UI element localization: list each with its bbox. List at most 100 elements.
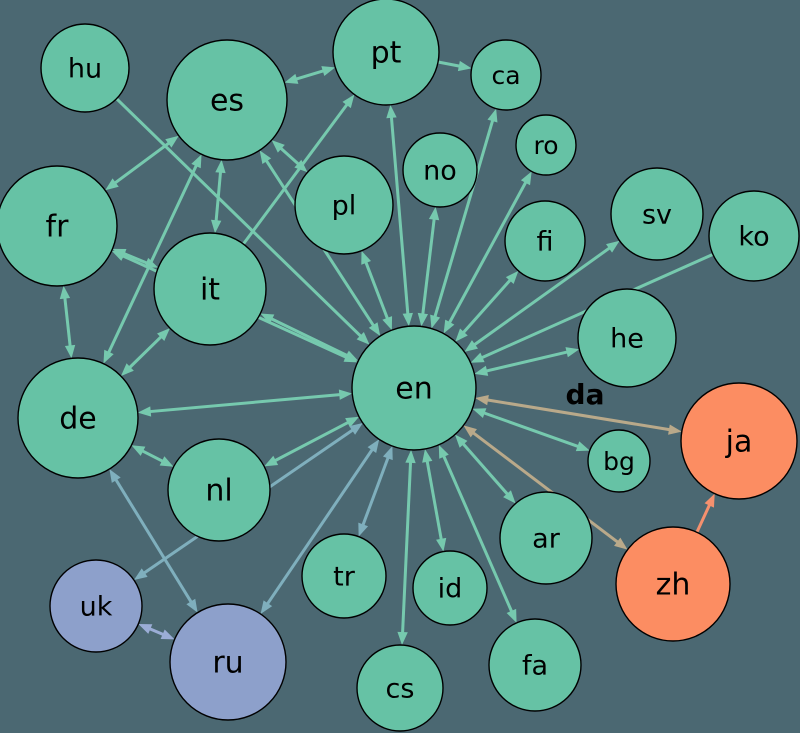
edge-en-ar [461,441,510,497]
node-nl[interactable] [167,438,271,542]
edge-de-ru-arrowhead [109,469,121,483]
edge-es-fr [113,141,171,185]
edge-de-nl-arrowhead [159,456,174,467]
edge-es-de-arrowhead [103,349,114,364]
edge-de-ru-arrowhead [186,598,198,613]
node-pt[interactable] [332,0,440,106]
edge-en-ru [265,447,375,606]
node-ro[interactable] [515,114,577,176]
edge-en-ro [447,180,528,325]
edge-es-fr-arrowhead [105,178,119,191]
edge-en-pt [389,115,410,316]
node-en[interactable] [351,325,477,451]
node-he[interactable] [577,288,677,388]
node-ko[interactable] [708,190,800,282]
edge-de-it-arrowhead [157,328,170,341]
edge-uk-ru-arrowhead [160,629,175,640]
edge-en-uk-arrowhead [349,423,363,435]
edge-en-ar-arrowhead [454,434,468,448]
node-id[interactable] [412,550,488,626]
edge-en-sv-arrowhead [464,340,479,352]
node-ar[interactable] [499,491,593,585]
edge-en-fr-arrowhead [343,352,358,363]
edge-es-it-arrowhead [211,219,222,234]
edge-en-ca-arrowhead [430,314,441,329]
label-da: da [566,378,605,411]
edge-en-ja [485,398,672,432]
edge-en-tr-arrowhead [358,522,369,537]
edge-en-ja-arrowhead [668,424,682,435]
edge-fr-de-arrowhead [64,344,76,359]
edge-en-nl-arrowhead [345,416,360,428]
edge-hu-en [115,97,363,339]
edge-de-nl [140,448,165,464]
edge-en-ro-arrowhead [443,319,455,334]
edge-en-zh-arrowhead [463,425,477,438]
edge-pt-ca [437,60,462,68]
edge-en-fi-arrowhead [505,270,519,285]
edge-en-ca [433,118,495,319]
edge-en-fa-arrowhead [438,444,449,459]
edge-en-ja-arrowhead [475,394,489,406]
node-no[interactable] [402,132,478,208]
edge-en-it [269,316,349,358]
node-fi[interactable] [504,200,586,282]
node-ja[interactable] [680,382,798,500]
edge-en-nl-arrowhead [264,455,279,467]
edge-en-no-arrowhead [417,312,429,327]
edge-de-it-arrowhead [120,363,134,377]
edge-en-cs [401,460,413,635]
node-sv[interactable] [610,167,704,261]
node-zh[interactable] [615,526,731,642]
edge-en-ro-arrowhead [520,171,532,186]
edge-es-it [214,170,223,223]
edge-es-fr-arrowhead [165,135,179,148]
node-de[interactable] [17,357,139,479]
node-fa[interactable] [488,618,582,712]
node-hu[interactable] [40,23,130,113]
node-uk[interactable] [49,559,143,653]
node-bg[interactable] [587,429,651,493]
edge-en-he [484,350,569,373]
edge-en-ca-arrowhead [487,108,498,123]
edge-zh-ja-arrowhead [704,493,715,508]
edge-uk-ru [147,626,166,637]
node-tr[interactable] [301,533,387,619]
edge-en-de-arrowhead [338,389,353,400]
node-fr[interactable] [0,165,118,287]
node-it[interactable] [153,232,267,346]
edge-de-nl-arrowhead [131,445,146,456]
edge-en-ru-arrowhead [260,600,273,615]
edge-en-pl-arrowhead [382,316,393,331]
edge-es-pl [278,146,301,167]
edge-hu-en-arrowhead [356,331,370,345]
edge-pt-ca-arrowhead [457,60,472,72]
edge-es-pt-arrowhead [321,66,336,77]
edge-es-pt-arrowhead [284,73,299,84]
edge-en-ru-arrowhead [367,439,380,453]
node-cs[interactable] [356,644,444,732]
edge-en-bg-arrowhead [472,408,487,419]
edge-en-bg [482,411,580,449]
edge-en-he-arrowhead [474,365,489,376]
edge-es-de-arrowhead [191,154,202,169]
edge-en-fi [461,278,513,335]
edge-en-id-arrowhead [422,449,433,463]
edge-de-it [127,334,164,370]
edge-en-ar-arrowhead [503,490,516,504]
edge-en-it-arrowhead [260,313,275,324]
edge-en-sv [472,245,612,347]
edge-es-pl-arrowhead [271,140,285,153]
edge-fr-de-arrowhead [59,285,71,300]
edge-en-fi-arrowhead [455,328,468,342]
edge-ko-en-arrowhead [470,352,485,363]
edge-en-fa-arrowhead [506,608,517,623]
edge-en-tr [361,455,390,527]
node-es[interactable] [166,39,288,161]
edge-en-de-arrowhead [137,406,152,417]
node-ru[interactable] [169,603,287,721]
node-ca[interactable] [470,39,542,111]
edge-it-fr-arrowhead [112,248,127,259]
node-pl[interactable] [294,155,394,255]
